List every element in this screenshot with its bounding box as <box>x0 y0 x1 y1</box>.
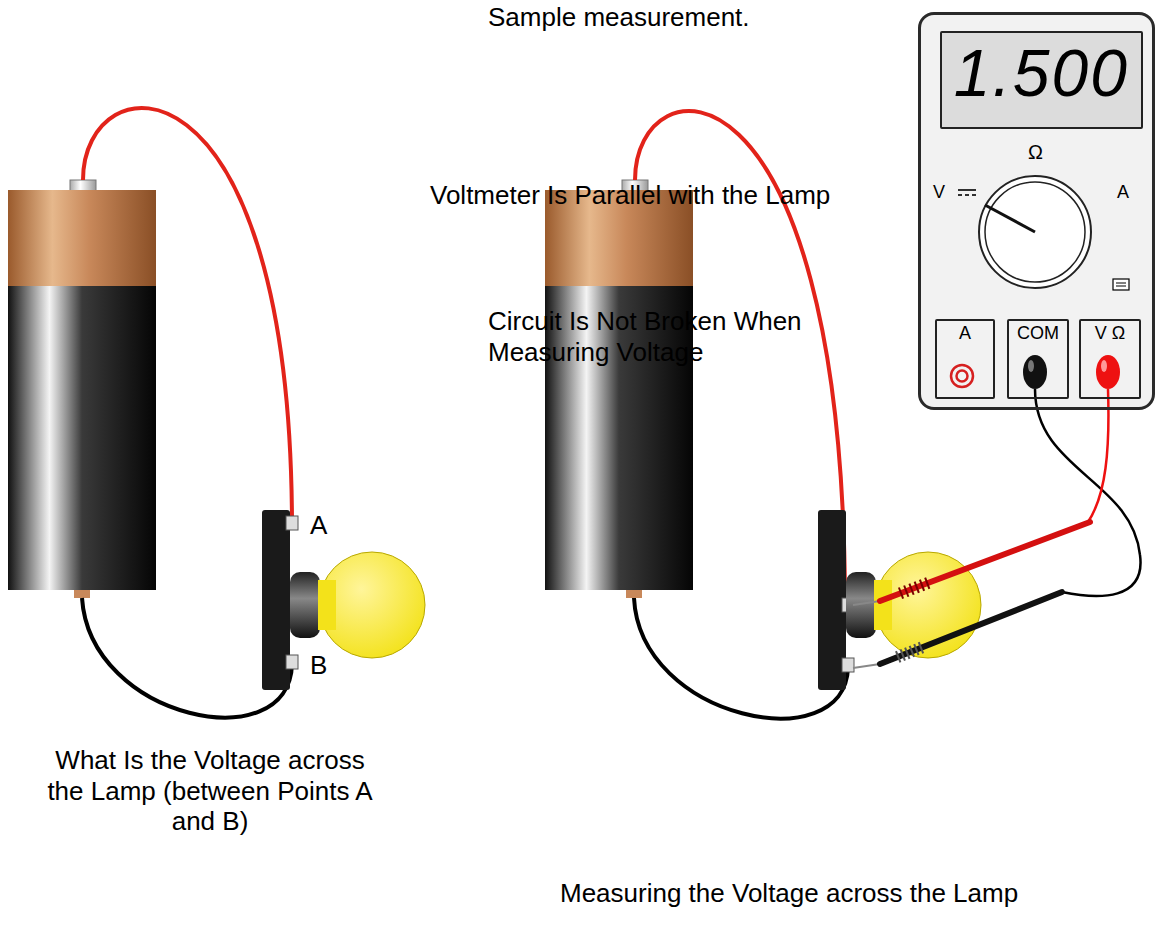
input-jack: COM <box>1007 319 1069 399</box>
lamp <box>818 510 981 690</box>
point-label: A <box>310 510 350 541</box>
input-jack: V Ω <box>1079 319 1141 399</box>
dial-label: V <box>933 183 945 203</box>
dial-label: Ω <box>1028 141 1043 163</box>
multimeter-body <box>918 12 1155 410</box>
multimeter-housing: Ω V A 1.500A COM V Ω <box>918 12 1155 410</box>
input-jack: A <box>935 319 995 399</box>
meter-display: 1.500 <box>940 31 1143 129</box>
battery <box>545 180 693 598</box>
black-wire <box>634 598 848 718</box>
jack-label: COM <box>1009 324 1067 344</box>
dial-label: A <box>1117 183 1129 203</box>
point-label: B <box>310 650 350 681</box>
lamp <box>262 510 425 690</box>
display-reading: 1.500 <box>950 37 1129 110</box>
red-wire <box>83 108 292 522</box>
black-probe <box>853 592 1062 668</box>
black-test-lead <box>1035 389 1141 596</box>
question-text: What Is the Voltage across the Lamp (bet… <box>40 745 380 837</box>
caption-text: Sample measurement. <box>488 2 788 33</box>
black-wire <box>82 598 292 717</box>
annotation: Circuit Is Not Broken When Measuring Vol… <box>488 306 878 367</box>
jack-label: V Ω <box>1081 324 1139 344</box>
annotation: Voltmeter Is Parallel with the Lamp <box>430 180 900 211</box>
jack-label: A <box>937 324 993 344</box>
battery <box>8 180 156 598</box>
caption-text: Measuring the Voltage across the Lamp <box>560 878 1060 909</box>
